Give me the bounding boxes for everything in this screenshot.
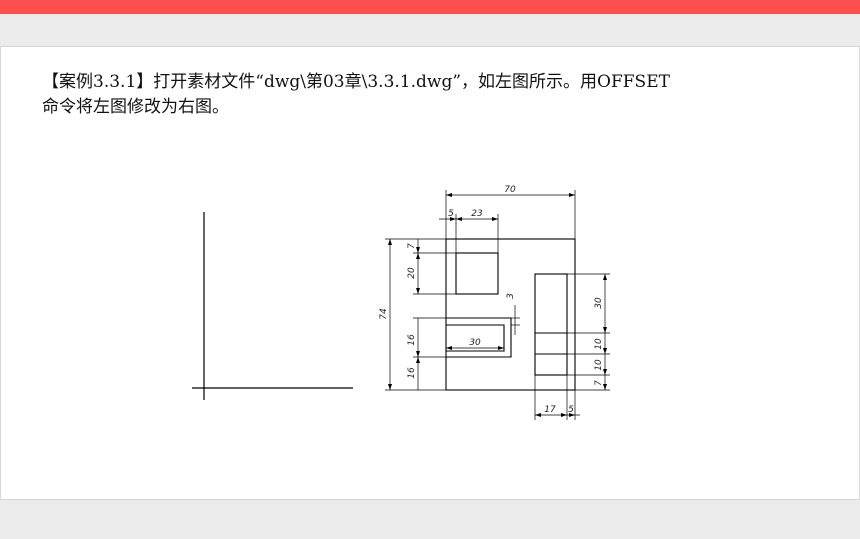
slot-cutout (446, 317, 512, 358)
slide-text: 【案例3.3.1】打开素材文件“dwg\第03章\3.3.1.dwg”，如左图所… (42, 70, 832, 120)
dim-column-width: 17 (544, 405, 556, 415)
dim-slot-wall: 3 (506, 293, 516, 299)
footer-band (0, 499, 860, 539)
dimension-labels: 70 5 23 74 7 20 3 16 16 30 30 10 10 7 17… (379, 185, 604, 415)
dim-seg-lower: 10 (594, 359, 604, 371)
square-cutout (455, 252, 499, 295)
dim-bottom-height: 16 (407, 367, 417, 379)
dim-slot-length: 30 (469, 338, 481, 348)
dim-square-height: 20 (407, 267, 417, 279)
right-column (534, 273, 568, 376)
top-accent-bar (0, 0, 860, 14)
slide-text-line1: 【案例3.3.1】打开素材文件“dwg\第03章\3.3.1.dwg”，如左图所… (42, 72, 670, 92)
slide-text-line2: 命令将左图修改为右图。 (42, 97, 229, 117)
dim-square-width: 23 (471, 209, 483, 219)
dim-slot-height: 16 (407, 334, 417, 346)
outer-frame (445, 238, 576, 391)
header-band (0, 14, 860, 47)
dim-column-height: 30 (594, 297, 604, 309)
right-drawing (445, 238, 576, 391)
dim-left-offset: 5 (448, 209, 454, 219)
dimension-arrows (388, 193, 607, 417)
dimension-lines (385, 190, 610, 420)
dim-overall-width: 70 (504, 185, 516, 195)
dim-seg-upper: 10 (594, 338, 604, 350)
dim-overall-height: 74 (379, 308, 389, 320)
left-border (0, 46, 1, 499)
dim-top-gap: 7 (407, 243, 417, 249)
left-drawing (192, 212, 353, 400)
dim-right-offset: 5 (568, 405, 574, 415)
dim-bottom-gap: 7 (594, 380, 604, 386)
